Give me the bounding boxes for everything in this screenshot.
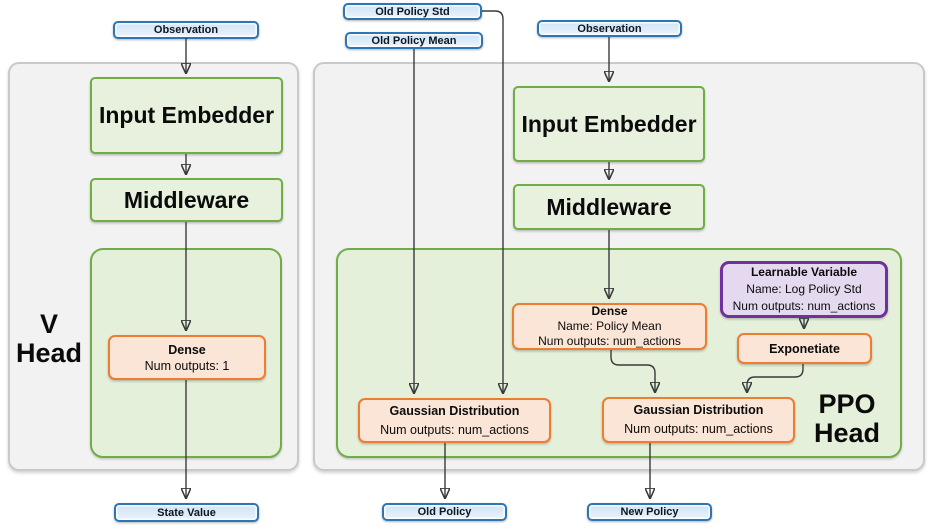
old-policy-mean-node: Old Policy Mean <box>345 32 483 49</box>
ppo-dense-node: Dense Name: Policy Mean Num outputs: num… <box>512 303 707 350</box>
old-policy-node: Old Policy <box>382 503 507 521</box>
new-policy-label: New Policy <box>620 506 679 518</box>
ppo-middleware-node: Middleware <box>513 184 705 230</box>
gaussian-old-outputs: Num outputs: num_actions <box>380 422 529 437</box>
old-policy-std-node: Old Policy Std <box>343 3 482 20</box>
gaussian-distribution-old-node: Gaussian Distribution Num outputs: num_a… <box>358 398 551 443</box>
old-policy-std-label: Old Policy Std <box>375 5 450 18</box>
gaussian-distribution-new-node: Gaussian Distribution Num outputs: num_a… <box>602 397 795 443</box>
state-value-node: State Value <box>114 503 259 522</box>
ppo-input-embedder-node: Input Embedder <box>513 86 705 162</box>
learnable-variable-title: Learnable Variable <box>750 265 858 279</box>
gaussian-old-title: Gaussian Distribution <box>389 403 520 418</box>
v-middleware-label: Middleware <box>123 186 250 213</box>
v-input-embedder-label: Input Embedder <box>98 102 275 128</box>
learnable-variable-name: Name: Log Policy Std <box>746 282 862 296</box>
v-observation-node: Observation <box>113 21 259 39</box>
v-dense-outputs: Num outputs: 1 <box>144 358 230 373</box>
v-dense-title: Dense <box>168 342 206 357</box>
ppo-head-label-line1: PPO <box>818 389 876 419</box>
v-dense-node: Dense Num outputs: 1 <box>108 335 266 380</box>
old-policy-label: Old Policy <box>417 506 472 518</box>
learnable-variable-outputs: Num outputs: num_actions <box>732 299 876 313</box>
exponetiate-node: Exponetiate <box>737 333 872 364</box>
ppo-input-embedder-label: Input Embedder <box>521 110 697 137</box>
gaussian-new-title: Gaussian Distribution <box>633 403 764 417</box>
v-input-embedder-node: Input Embedder <box>90 77 283 154</box>
ppo-head-label-line2: Head <box>813 418 881 448</box>
ppo-observation-node: Observation <box>537 20 682 37</box>
ppo-dense-outputs: Num outputs: num_actions <box>538 334 681 348</box>
gaussian-new-outputs: Num outputs: num_actions <box>624 422 773 436</box>
v-head-label-line2: Head <box>15 338 83 368</box>
ppo-middleware-label: Middleware <box>546 193 672 220</box>
v-observation-label: Observation <box>153 24 219 36</box>
exponetiate-label: Exponetiate <box>769 341 840 356</box>
new-policy-node: New Policy <box>587 503 712 521</box>
ppo-dense-title: Dense <box>591 304 628 318</box>
learnable-variable-node: Learnable Variable Name: Log Policy Std … <box>720 261 888 318</box>
ppo-dense-name: Name: Policy Mean <box>557 319 662 333</box>
v-middleware-node: Middleware <box>90 178 283 222</box>
ppo-observation-label: Observation <box>577 22 642 35</box>
ppo-head-label: PPO Head <box>798 390 896 448</box>
v-head-label-line1: V <box>39 309 58 339</box>
v-head-label: V Head <box>10 310 88 368</box>
state-value-label: State Value <box>157 506 216 519</box>
old-policy-mean-label: Old Policy Mean <box>371 34 457 47</box>
